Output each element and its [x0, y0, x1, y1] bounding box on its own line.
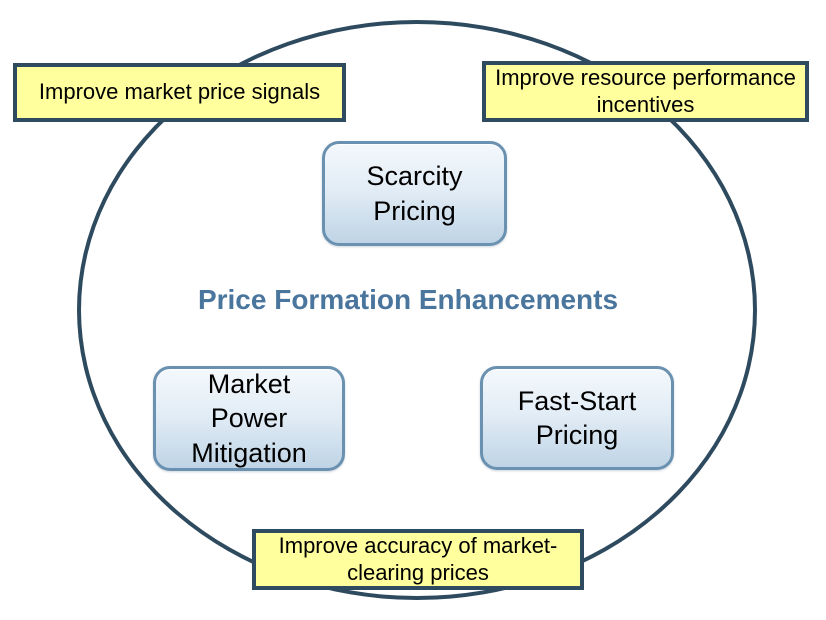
enclosing-ellipse-shape: [77, 20, 757, 600]
callout-market-price-signals: Improve market price signals: [13, 63, 346, 122]
callout-label: Improve resource performance incentives: [495, 65, 796, 117]
node-market-power-mitigation: Market Power Mitigation: [153, 366, 345, 471]
callout-label: Improve market price signals: [38, 79, 321, 105]
callout-market-clearing-prices: Improve accuracy of market- clearing pri…: [252, 529, 584, 590]
callout-resource-performance-incentives: Improve resource performance incentives: [482, 61, 809, 122]
node-label: Market Power Mitigation: [191, 369, 307, 468]
node-scarcity-pricing: Scarcity Pricing: [322, 141, 507, 246]
node-label: Fast-Start Pricing: [517, 385, 637, 450]
node-label: Scarcity Pricing: [366, 161, 463, 226]
callout-label: Improve accuracy of market- clearing pri…: [278, 533, 558, 585]
diagram-title: Price Formation Enhancements: [197, 284, 619, 315]
node-fast-start-pricing: Fast-Start Pricing: [480, 366, 674, 470]
